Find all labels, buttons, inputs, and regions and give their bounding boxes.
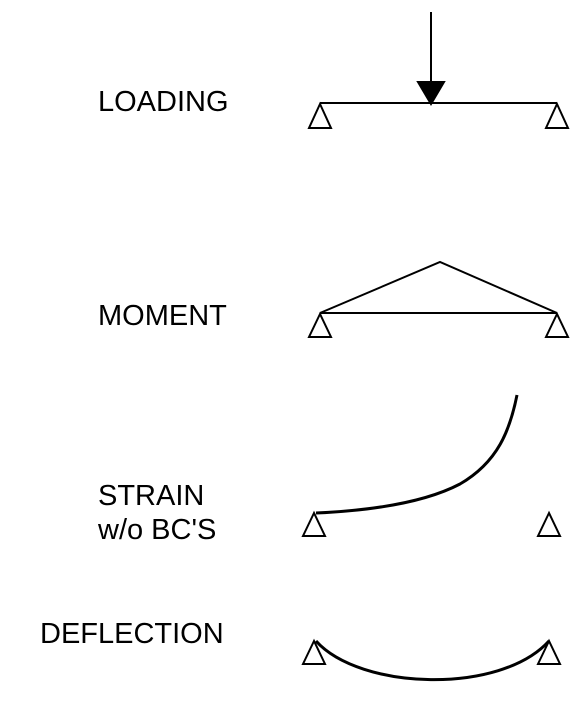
right-support-icon [544,311,570,338]
right-support-icon [536,510,562,537]
loading-diagram [307,12,570,129]
left-support-icon [301,638,327,665]
moment-triangle [319,260,558,314]
left-support-icon [307,101,333,129]
deflection-label: DEFLECTION [40,618,224,650]
strain-label: STRAIN w/o BC'S [98,479,216,547]
deflection-diagram [301,638,562,682]
strain-label-line2: w/o BC'S [98,514,217,546]
left-support-icon [307,311,333,338]
strain-diagram [301,394,562,537]
moment-label: MOMENT [98,300,227,332]
left-support-icon [301,510,327,537]
loading-label: LOADING [98,86,229,118]
moment-diagram [307,260,570,338]
strain-curve [315,394,519,515]
right-support-icon [544,101,570,129]
right-support-icon [536,638,562,665]
load-arrow-head [416,81,446,106]
deflection-curve [314,639,551,682]
strain-label-line1: STRAIN [98,480,205,512]
